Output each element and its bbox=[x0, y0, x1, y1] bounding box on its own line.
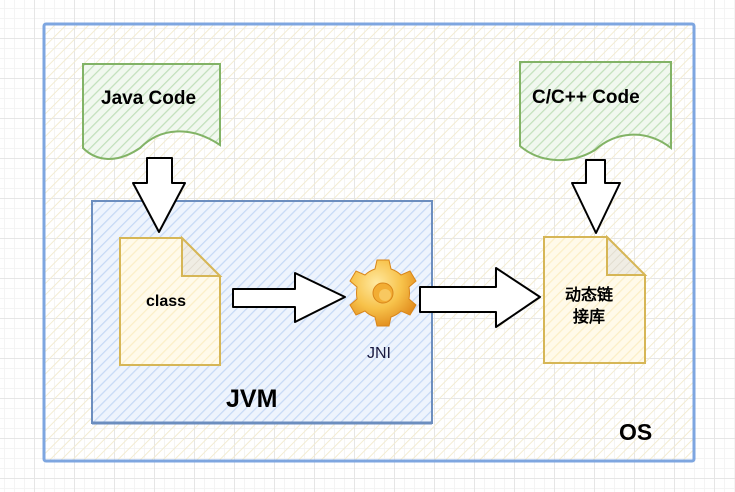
arrow-class-to-jni bbox=[232, 272, 346, 323]
arrow-java-to-class bbox=[132, 157, 186, 233]
class-file-node[interactable] bbox=[119, 235, 223, 366]
java-code-label: Java Code bbox=[101, 88, 197, 109]
jvm-label: JVM bbox=[226, 385, 278, 413]
arrow-jni-to-lib bbox=[419, 267, 541, 328]
cpp-code-node[interactable] bbox=[519, 61, 672, 161]
arrow-cpp-to-lib bbox=[571, 159, 621, 234]
class-file-label: class bbox=[146, 293, 187, 310]
gear-icon bbox=[349, 259, 417, 327]
dynamic-lib-node[interactable] bbox=[543, 234, 648, 364]
dynamic-lib-label-line2: 接库 bbox=[573, 309, 606, 326]
os-label: OS bbox=[619, 419, 653, 445]
jni-label: JNI bbox=[367, 345, 391, 362]
java-code-node[interactable] bbox=[82, 63, 221, 160]
cpp-code-label: C/C++ Code bbox=[532, 87, 640, 108]
dynamic-lib-label-line1: 动态链 bbox=[565, 287, 614, 304]
